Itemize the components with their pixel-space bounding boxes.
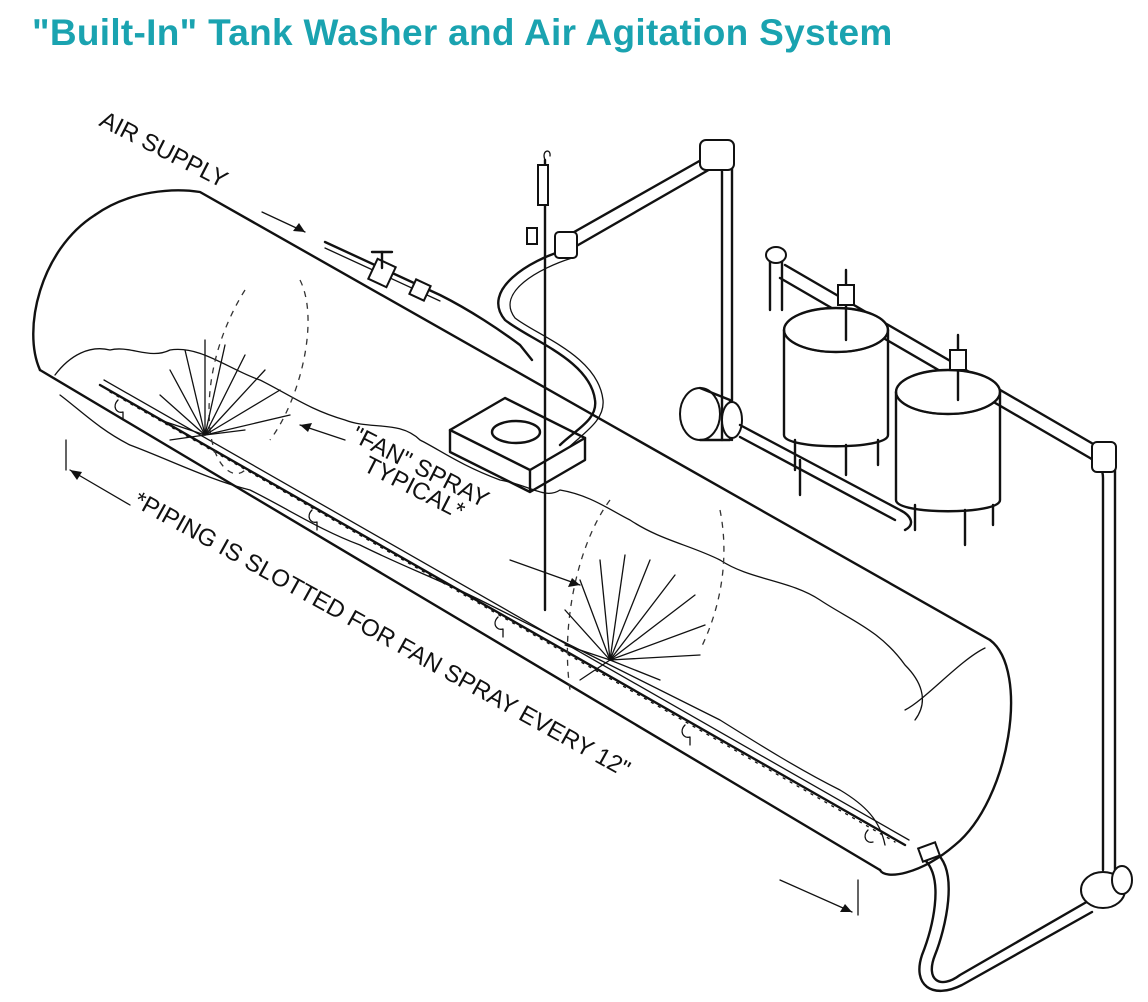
chemical-tank-1 — [782, 268, 890, 497]
pump — [679, 386, 743, 442]
piping-note-label: *PIPING IS SLOTTED FOR FAN SPRAY EVERY 1… — [129, 487, 634, 784]
cutaway-top-edge — [54, 348, 924, 721]
air-supply-label: AIR SUPPLY — [95, 106, 232, 193]
diagram-title: "Built-In" Tank Washer and Air Agitation… — [32, 12, 893, 53]
tank-manway — [448, 396, 587, 494]
fan-spray-arrow — [299, 423, 581, 587]
air-supply-arrow — [261, 211, 306, 233]
tank-end-cap — [878, 638, 1013, 876]
cutaway-bottom-edge — [59, 394, 886, 846]
storage-tank — [32, 189, 1013, 876]
air-valve — [366, 250, 432, 302]
chemical-tank-2 — [894, 333, 1002, 547]
air-supply-line — [323, 240, 534, 362]
fan-spray-left — [159, 279, 309, 475]
piping-dimension-arrow — [65, 439, 859, 916]
level-probe — [526, 150, 551, 612]
overhead-piping — [554, 139, 735, 442]
slotted-spray-pipe — [98, 379, 910, 847]
pipe-hangers — [114, 399, 874, 843]
return-pipe — [916, 841, 1133, 993]
manifold-piping — [738, 246, 1117, 872]
fan-spray-right — [564, 499, 725, 691]
supply-hose — [497, 248, 604, 449]
